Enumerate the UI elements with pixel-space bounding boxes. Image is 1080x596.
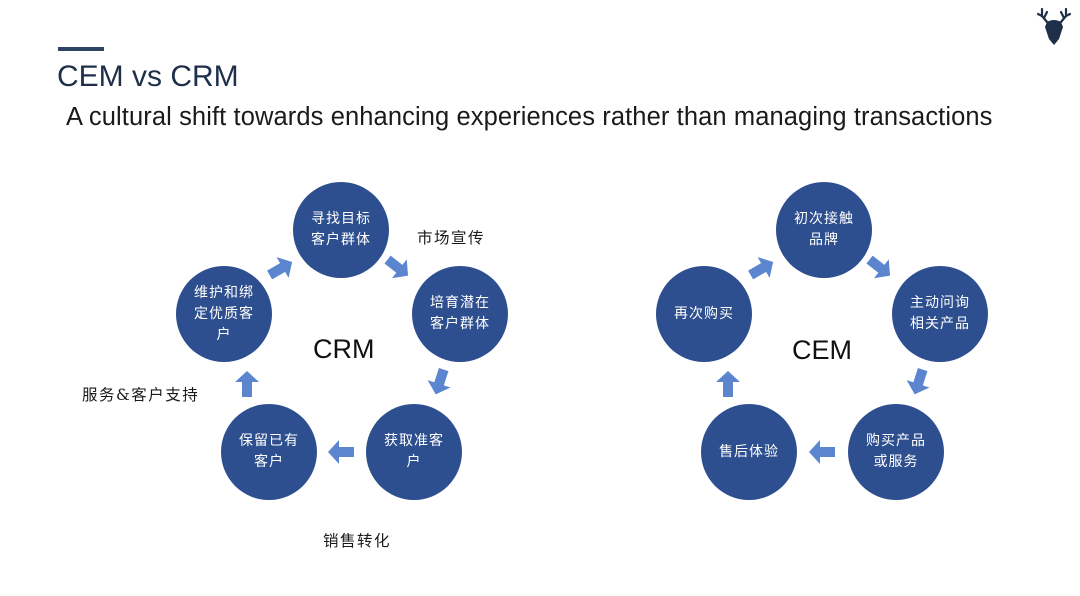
cem-node-inquire-products: 主动问询相关产品 (892, 266, 988, 362)
cem-arrow-5 (746, 254, 776, 284)
crm-arrow-2 (425, 366, 455, 396)
crm-arrow-1 (382, 252, 412, 282)
crm-arrow-4 (232, 370, 262, 400)
cem-arrow-4 (713, 370, 743, 400)
crm-node-acquire-customers: 获取准客户 (366, 404, 462, 500)
cem-arrow-2 (904, 366, 934, 396)
crm-node-maintain-bind: 维护和绑定优质客户 (176, 266, 272, 362)
crm-arrow-3 (327, 437, 357, 467)
crm-arrow-5 (265, 254, 295, 284)
crm-node-find-target: 寻找目标客户群体 (293, 182, 389, 278)
deer-head-icon (1036, 6, 1072, 46)
cem-center-label: CEM (792, 335, 852, 365)
crm-label-marketing: 市场宣传 (417, 229, 486, 247)
crm-center-label: CRM (313, 334, 375, 364)
cem-arrow-3 (808, 437, 838, 467)
cem-node-purchase: 购买产品或服务 (848, 404, 944, 500)
slide-title: CEM vs CRM (57, 60, 239, 93)
crm-label-service: 服务&客户支持 (82, 386, 200, 404)
cem-arrow-1 (864, 252, 894, 282)
slide-subtitle: A cultural shift towards enhancing exper… (66, 103, 993, 131)
cem-node-repurchase: 再次购买 (656, 266, 752, 362)
crm-node-retain-customers: 保留已有客户 (221, 404, 317, 500)
crm-label-sales: 销售转化 (323, 532, 392, 550)
title-accent-bar (58, 47, 104, 51)
crm-node-nurture-prospects: 培育潜在客户群体 (412, 266, 508, 362)
cem-node-first-contact: 初次接触品牌 (776, 182, 872, 278)
cem-node-after-sales: 售后体验 (701, 404, 797, 500)
